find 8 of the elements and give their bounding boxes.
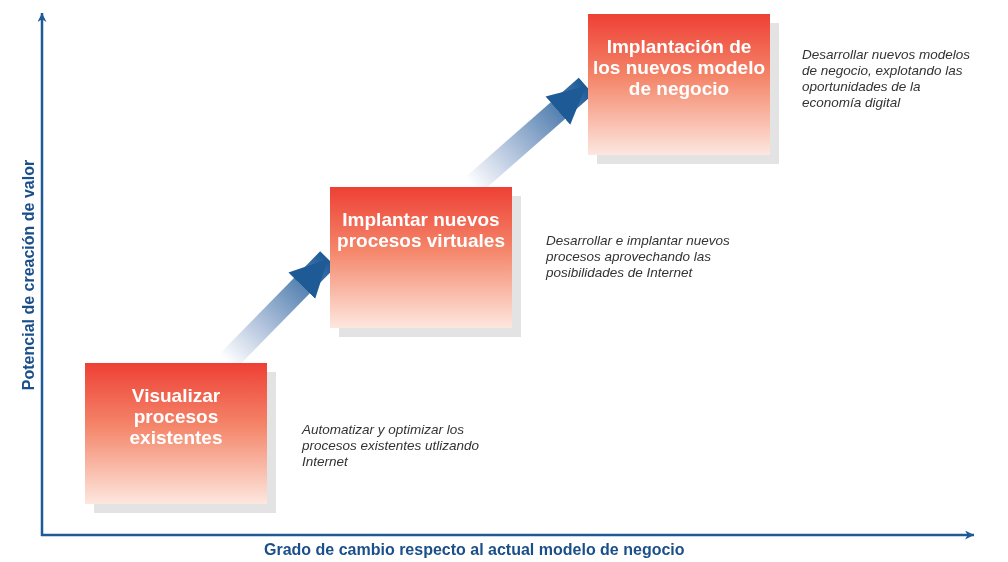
axis-label: Potencial de creación de valor: [20, 158, 38, 393]
step-description: Automatizar y optimizar los procesos existentes utlizando Internet: [302, 422, 481, 470]
step-title: Visualizar procesos existentes: [128, 385, 224, 448]
step-title: Implantar nuevos procesos virtuales: [336, 209, 506, 251]
step-description: Desarrollar e implantar nuevos procesos aprovechando las posibilidades de Internet: [546, 233, 731, 281]
step-title: Implantación de los nuevos modelo de negocio: [592, 36, 766, 99]
step-description: Desarrollar nuevos modelos de negocio, explotando las oportunidades de la economía digital: [802, 47, 972, 111]
axis-label: Grado de cambio respecto al actual modelo de negocio: [264, 541, 685, 559]
